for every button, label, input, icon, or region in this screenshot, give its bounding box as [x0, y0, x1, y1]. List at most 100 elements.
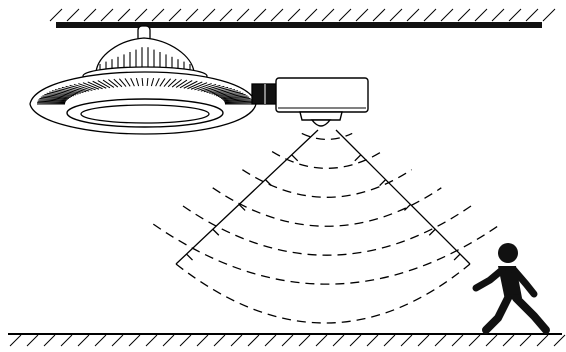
zone-tick: [428, 228, 436, 236]
ceiling-hatch-mark: [440, 8, 454, 22]
rim-fin: [65, 85, 87, 93]
detection-arc: [301, 132, 353, 141]
rim-fin: [102, 79, 115, 88]
ceiling-hatch-mark: [185, 8, 199, 22]
ceiling-hatch-mark: [457, 8, 471, 22]
rim-fin: [92, 80, 107, 89]
rim-fin: [97, 80, 111, 89]
sensor-lens: [299, 111, 343, 121]
rim-fin: [209, 88, 232, 94]
ceiling-beam: [56, 22, 542, 28]
floor-hatch-mark: [451, 334, 464, 347]
floor-hatch-mark: [332, 334, 345, 347]
rim-fin: [200, 84, 221, 92]
zone-right-boundary: [335, 129, 471, 265]
rim-fin: [58, 88, 81, 94]
ceiling-hatch-mark: [219, 8, 233, 22]
ceiling-hatch-mark: [389, 8, 403, 22]
detection-arc: [152, 223, 502, 285]
floor-hatch-mark: [485, 334, 498, 347]
floor-hatch-mark: [519, 334, 532, 347]
rim-fin: [206, 86, 229, 93]
rim-fin: [37, 100, 66, 103]
floor-hatch-mark: [111, 334, 124, 347]
rim-fin: [113, 78, 123, 88]
rim-fin: [141, 77, 144, 87]
person-front-arm: [510, 266, 538, 298]
rim-fin: [39, 98, 67, 101]
ceiling-hatch-mark: [542, 8, 556, 22]
rim-fin: [155, 78, 160, 87]
ceiling-hatch-mark: [134, 8, 148, 22]
floor-hatch-mark: [145, 334, 158, 347]
ceiling-hatch-mark: [83, 8, 97, 22]
floor-hatch-mark: [536, 334, 549, 347]
rim-fin: [146, 77, 149, 87]
ceiling-hatch-mark: [151, 8, 165, 22]
rim-fin: [130, 78, 135, 87]
rim-fin: [124, 78, 131, 87]
ceiling-hatch-mark: [49, 8, 63, 22]
rim-fin: [46, 92, 73, 98]
rim-fin: [217, 92, 244, 98]
floor-hatch-mark: [94, 334, 107, 347]
ceiling-hatch-mark: [253, 8, 267, 22]
sensor-housing: [275, 77, 369, 113]
rim-fin: [150, 77, 155, 87]
floor-hatch-mark: [281, 334, 294, 347]
floor-hatch-mark: [502, 334, 515, 347]
rim-fin: [222, 96, 250, 100]
rim-fin: [40, 96, 68, 100]
floor-hatch: [9, 334, 566, 347]
detection-arc: [271, 150, 383, 169]
floor-hatch-mark: [179, 334, 192, 347]
rim-fin: [220, 95, 248, 99]
rim-fin: [190, 82, 208, 90]
rim-fin: [223, 99, 252, 102]
rim-fin: [223, 98, 251, 101]
rim-fin: [194, 83, 212, 91]
floor-hatch-mark: [315, 334, 328, 347]
floor-hatch-mark: [247, 334, 260, 347]
ceiling-hatch-mark: [355, 8, 369, 22]
floor-hatch-mark: [383, 334, 396, 347]
floor-hatch-mark: [230, 334, 243, 347]
person-front-leg: [512, 294, 550, 334]
ceiling-hatch-mark: [423, 8, 437, 22]
lamp-lens: [66, 98, 224, 128]
zone-arcs: [152, 132, 502, 324]
rim-fin: [219, 94, 246, 98]
detection-arc: [182, 205, 472, 256]
ceiling-hatch-mark: [236, 8, 250, 22]
walking-person: [472, 243, 550, 334]
rim-fin: [179, 80, 193, 89]
person-head: [498, 243, 518, 263]
ceiling-hatch-mark: [66, 8, 80, 22]
lamp-lens-inner: [80, 104, 210, 124]
rim-fin: [54, 89, 79, 95]
rim-fin: [187, 81, 203, 90]
rim-fin: [61, 86, 84, 93]
zone-tick: [354, 154, 362, 162]
rim-fin: [135, 77, 140, 87]
rim-fin: [118, 78, 127, 87]
floor-hatch-mark: [417, 334, 430, 347]
rim-fin: [183, 80, 198, 89]
rim-fin: [49, 91, 75, 97]
zone-tick: [186, 253, 193, 261]
floor-hatch-mark: [264, 334, 277, 347]
detection-zone: [152, 129, 502, 324]
rim-fin: [213, 90, 239, 96]
ceiling-hatch-mark: [338, 8, 352, 22]
ceiling-hatch-mark: [287, 8, 301, 22]
sensor-dome: [310, 119, 332, 127]
rim-fin: [167, 78, 177, 88]
ceiling-hatch-mark: [474, 8, 488, 22]
floor-hatch-mark: [60, 334, 73, 347]
rim-fin: [175, 79, 188, 88]
ceiling-hatch-mark: [372, 8, 386, 22]
rim-fin: [163, 78, 172, 87]
rim-fin: [87, 81, 103, 90]
